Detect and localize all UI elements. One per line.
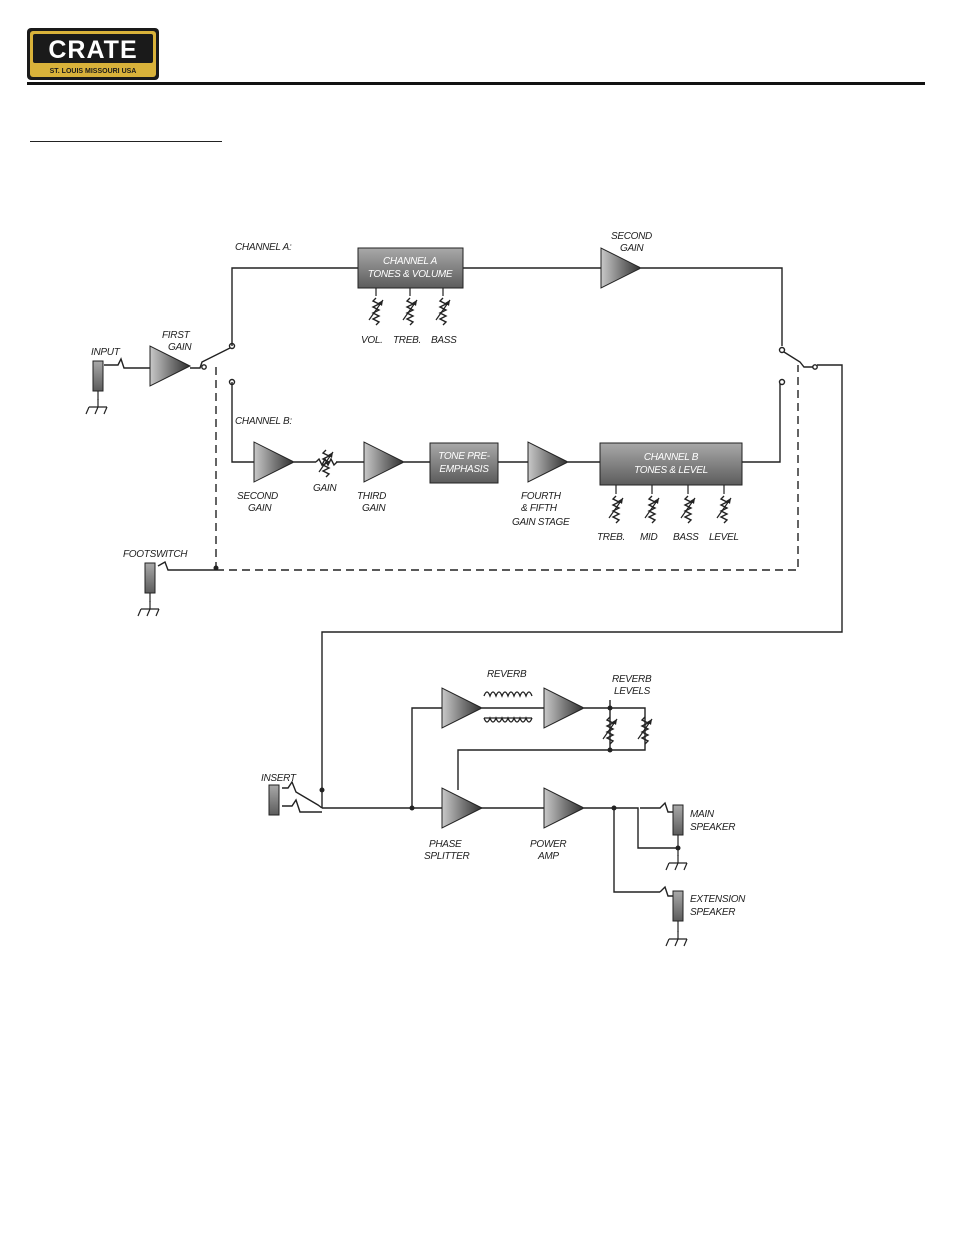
label-fourth-fifth-1: FOURTH — [521, 491, 562, 502]
channel-b-box-line2: TONES & LEVEL — [634, 465, 708, 476]
treb-a-pot-icon — [402, 297, 418, 326]
bass-a-pot-icon — [435, 297, 451, 326]
label-input: INPUT — [91, 347, 121, 358]
third-gain-amp-icon — [363, 441, 405, 483]
tone-pre-emphasis-box — [429, 442, 499, 484]
label-reverb: REVERB — [487, 669, 527, 680]
label-phase-splitter-1: PHASE — [429, 839, 462, 850]
label-first-gain-1: FIRST — [162, 330, 191, 341]
crate-logo: CRATE ST. LOUIS MISSOURI USA — [27, 28, 159, 80]
label-third-gain-1: THIRD — [357, 491, 386, 502]
fourth-fifth-gain-amp-icon — [527, 441, 569, 483]
logo-tagline: ST. LOUIS MISSOURI USA — [50, 68, 137, 75]
label-fourth-fifth-3: GAIN STAGE — [512, 517, 570, 528]
label-first-gain-2: GAIN — [168, 342, 192, 353]
ground-icon — [85, 398, 108, 415]
footswitch-dashed-line — [216, 365, 799, 571]
label-reverb-levels-2: LEVELS — [614, 686, 651, 697]
logo-wordmark: CRATE — [48, 36, 137, 64]
bass-b-pot-icon — [680, 495, 696, 524]
label-insert: INSERT — [261, 773, 297, 784]
label-channel-b: CHANNEL B: — [235, 416, 292, 427]
label-second-gain-b-1: SECOND — [237, 491, 278, 502]
switch-a-wire — [190, 347, 231, 369]
second-gain-b-amp-icon — [253, 441, 295, 483]
label-channel-a: CHANNEL A: — [235, 242, 292, 253]
tone-pre-emphasis-line1: TONE PRE- — [438, 451, 491, 462]
tone-pre-emphasis-line2: EMPHASIS — [439, 464, 489, 475]
channel-a-box-line2: TONES & VOLUME — [368, 269, 453, 280]
label-main-speaker-2: SPEAKER — [690, 822, 735, 833]
extension-speaker-jack-icon — [672, 890, 684, 922]
label-bass-a: BASS — [431, 335, 457, 346]
label-second-gain-a-1: SECOND — [611, 231, 652, 242]
label-extension-speaker-2: SPEAKER — [690, 907, 735, 918]
main-speaker-jack-icon — [672, 804, 684, 836]
footswitch-jack-icon — [144, 562, 156, 594]
reverb-return-amp-icon — [543, 687, 585, 729]
channel-b-box-line1: CHANNEL B — [644, 452, 699, 463]
channel-a-wire — [231, 267, 358, 346]
power-amp-icon — [543, 787, 585, 829]
section-rule — [30, 141, 222, 142]
phase-splitter-icon — [441, 787, 483, 829]
label-gain: GAIN — [313, 483, 337, 494]
label-treb-a: TREB. — [393, 335, 421, 346]
vol-pot-icon — [368, 297, 384, 326]
reverb-level-pot-icon — [602, 716, 618, 745]
label-phase-splitter-2: SPLITTER — [424, 851, 469, 862]
input-wire — [104, 357, 150, 369]
ground-icon — [665, 930, 688, 947]
label-reverb-levels-1: REVERB — [612, 674, 652, 685]
second-gain-a-amp-icon — [600, 247, 642, 289]
label-bass-b: BASS — [673, 532, 699, 543]
treb-b-pot-icon — [608, 495, 624, 524]
label-power-amp-2: AMP — [537, 851, 559, 862]
mid-pot-icon — [644, 495, 660, 524]
header-rule — [27, 82, 925, 85]
channel-b-box — [599, 442, 743, 486]
ground-icon — [137, 600, 160, 617]
label-footswitch: FOOTSWITCH — [123, 549, 188, 560]
label-third-gain-2: GAIN — [362, 503, 386, 514]
to-insert-wire — [321, 364, 843, 808]
input-jack-icon — [92, 360, 104, 392]
channel-b-wire — [231, 382, 254, 463]
ground-icon — [665, 854, 688, 871]
label-level: LEVEL — [709, 532, 739, 543]
label-main-speaker-1: MAIN — [690, 809, 715, 820]
label-fourth-fifth-2: & FIFTH — [521, 503, 558, 514]
label-second-gain-b-2: GAIN — [248, 503, 272, 514]
label-second-gain-a-2: GAIN — [620, 243, 644, 254]
channel-a-box — [357, 247, 464, 289]
reverb-driver-amp-icon — [441, 687, 483, 729]
insert-jack-icon — [268, 784, 280, 816]
label-vol: VOL. — [361, 335, 383, 346]
reverb-level-pot-icon — [637, 716, 653, 745]
channel-a-box-line1: CHANNEL A — [383, 256, 438, 267]
label-mid: MID — [640, 532, 658, 543]
level-pot-icon — [716, 495, 732, 524]
reverb-tank-icon — [483, 691, 533, 723]
label-power-amp-1: POWER — [530, 839, 566, 850]
label-extension-speaker-1: EXTENSION — [690, 894, 746, 905]
label-treb-b: TREB. — [597, 532, 625, 543]
